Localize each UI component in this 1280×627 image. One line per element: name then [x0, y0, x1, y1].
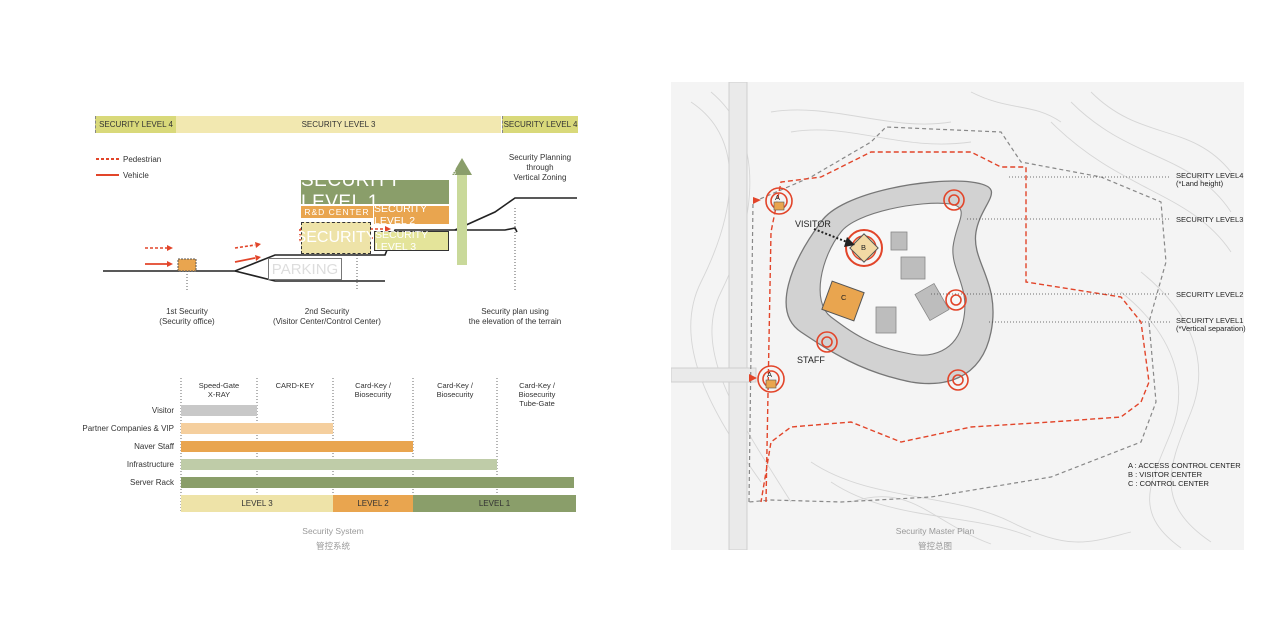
legend-lines: [96, 158, 119, 176]
block-security-level-3: SECURITY LEVEL 3: [374, 229, 449, 253]
label-security-level-4: SECURITY LEVEL4(*Land height): [1176, 171, 1244, 188]
block-parking: PARKING: [268, 258, 342, 280]
bar-partner: [181, 423, 333, 434]
site-plan-map: [671, 82, 1244, 550]
label-security-level-2: SECURITY LEVEL2: [1176, 290, 1244, 299]
column-card-key-bio-2: Card-Key /Biosecurity: [436, 381, 474, 399]
block-rd-center: R&D CENTER: [301, 206, 373, 218]
caption-security-system: Security System: [302, 526, 364, 536]
legend-pedestrian: Pedestrian: [123, 155, 162, 164]
band-security-level-4-left: SECURITY LEVEL 4: [95, 116, 176, 133]
block-security: SECURITY: [296, 222, 376, 254]
block-security-level-1: SECURITY LEVEL 1: [301, 170, 449, 213]
label-b: B: [861, 243, 867, 252]
label-security-level-1: SECURITY LEVEL1(*Vertical separation): [1176, 316, 1246, 333]
row-label-infrastructure: Infrastructure: [126, 460, 174, 469]
row-label-server-rack: Server Rack: [129, 478, 174, 487]
bar-naver-staff: [181, 441, 413, 452]
label-c: C: [841, 293, 847, 302]
row-label-partner: Partner Companies & VIP: [82, 424, 174, 433]
note-1st-security: 1st Security(Security office): [159, 307, 215, 326]
caption-master-plan: Security Master Plan: [895, 526, 975, 536]
note-2nd-security: 2nd Security(Visitor Center/Control Cent…: [273, 307, 381, 326]
band-security-level-4-right: SECURITY LEVEL 4: [502, 116, 578, 133]
caption-security-system-cn: 管控系统: [315, 541, 350, 551]
security-grade-label: SECURITY GRADE: [452, 161, 458, 210]
block-security-level-2: SECURITY LEVEL 2: [374, 203, 449, 227]
column-card-key: CARD-KEY: [275, 381, 315, 390]
column-card-key-bio-1: Card-Key /Biosecurity: [354, 381, 392, 399]
band-security-level-3: SECURITY LEVEL 3: [176, 116, 501, 133]
label-staff: STAFF: [797, 355, 825, 365]
label-security-level-3: SECURITY LEVEL3: [1176, 215, 1244, 224]
label-visitor: VISITOR: [795, 219, 831, 229]
level-2-strip: LEVEL 2: [333, 495, 413, 512]
legend-vehicle: Vehicle: [123, 171, 149, 180]
bar-visitor: [181, 405, 257, 416]
label-a-bottom: A: [767, 370, 773, 379]
row-label-naver-staff: Naver Staff: [134, 442, 174, 451]
caption-master-plan-cn: 管控总图: [917, 541, 952, 551]
level-3-strip: LEVEL 3: [181, 495, 333, 512]
label-a-top: A: [775, 193, 781, 202]
row-label-visitor: Visitor: [151, 406, 174, 415]
bar-server-rack: [181, 477, 574, 488]
level-1-strip: LEVEL 1: [413, 495, 576, 512]
bar-infrastructure: [181, 459, 497, 470]
